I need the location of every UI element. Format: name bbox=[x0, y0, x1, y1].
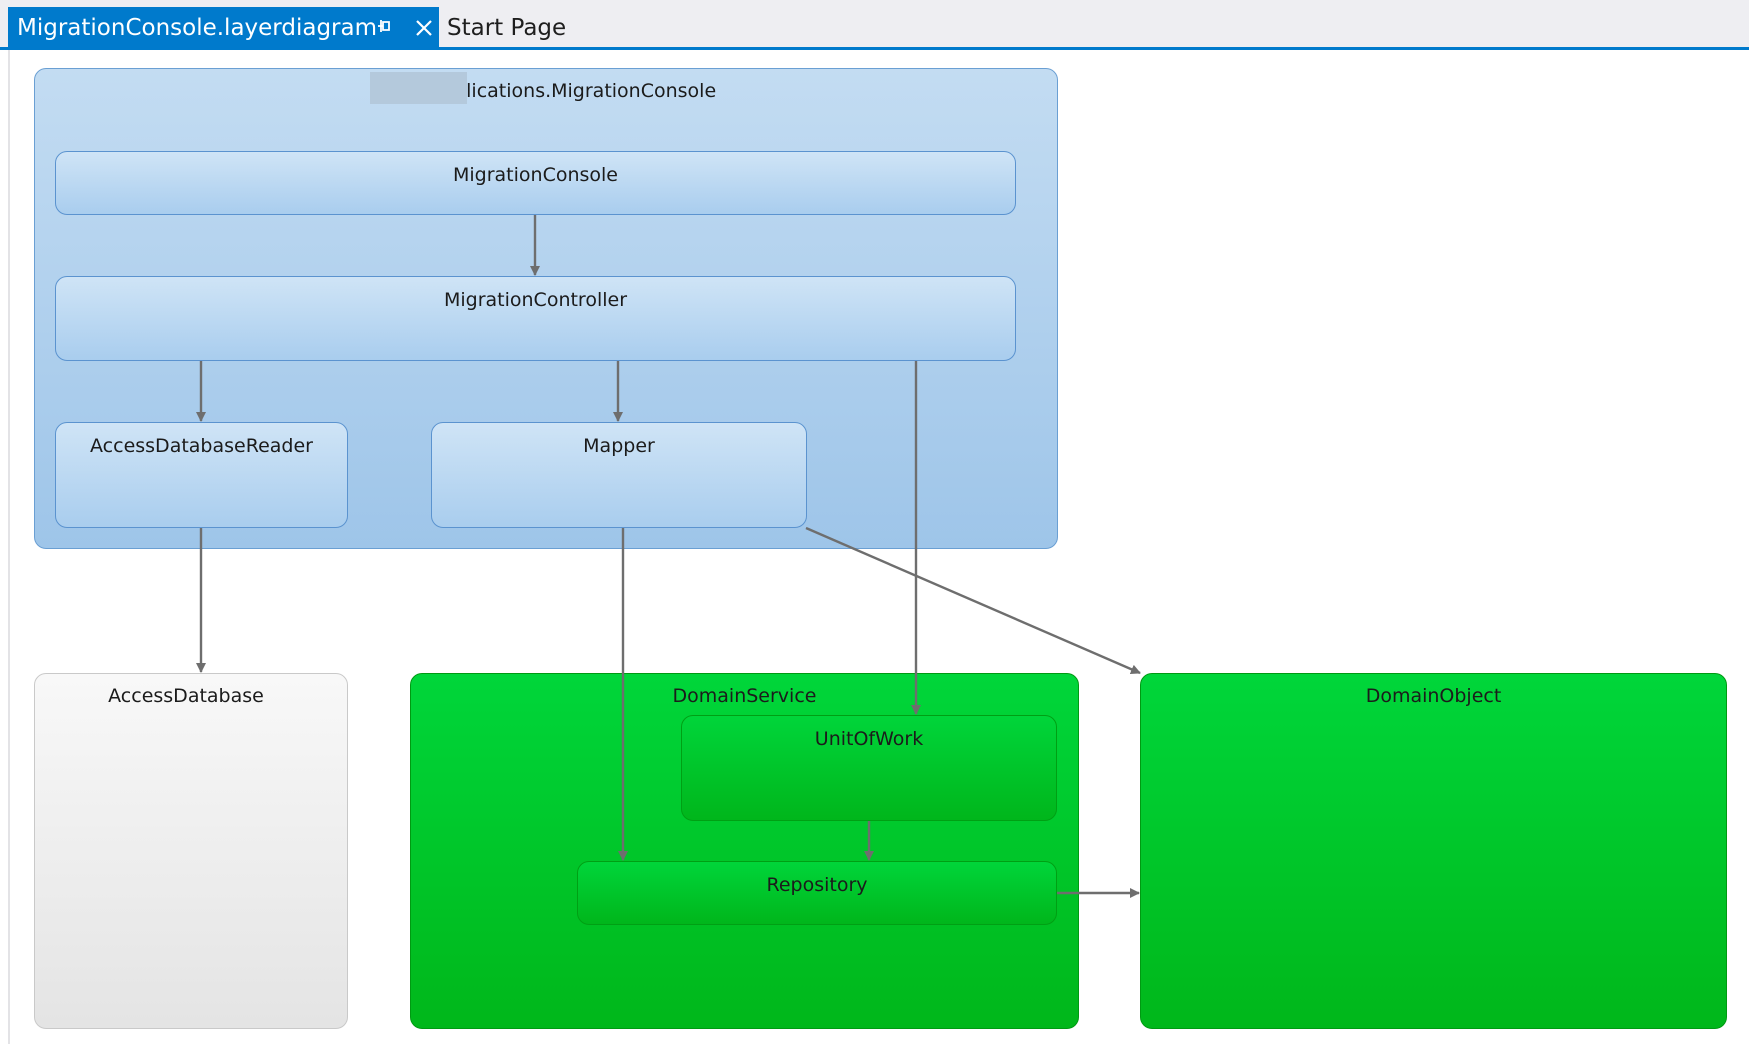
layer-label-migrationcontroller: MigrationController bbox=[443, 289, 628, 311]
arrow-mapper-to-domainobject bbox=[805, 526, 1141, 675]
tab-migrationconsole-layerdiagram[interactable]: MigrationConsole.layerdiagram bbox=[8, 7, 439, 49]
layer-accessdatabasereader[interactable]: AccessDatabaseReader bbox=[55, 422, 348, 528]
layer-unitofwork[interactable]: UnitOfWork bbox=[681, 715, 1057, 821]
tab-start-page[interactable]: Start Page bbox=[447, 15, 567, 41]
close-icon[interactable] bbox=[414, 18, 434, 38]
pin-icon[interactable] bbox=[376, 18, 394, 38]
redacted-namespace bbox=[370, 72, 467, 104]
layer-label-domainservice: DomainService bbox=[672, 685, 817, 707]
layer-domainobject[interactable]: DomainObject bbox=[1140, 673, 1727, 1029]
layer-label-migrationconsole: MigrationConsole bbox=[452, 164, 618, 186]
layer-label-applications: .Applications.MigrationConsole bbox=[423, 80, 717, 102]
layer-mapper[interactable]: Mapper bbox=[431, 422, 807, 528]
layer-accessdatabase[interactable]: AccessDatabase bbox=[34, 673, 348, 1029]
tab-title: MigrationConsole.layerdiagram bbox=[17, 15, 377, 41]
layer-label-accessdatabasereader: AccessDatabaseReader bbox=[90, 435, 313, 457]
layer-label-repository: Repository bbox=[766, 874, 868, 896]
layer-label-domainobject: DomainObject bbox=[1365, 685, 1502, 707]
document-tab-strip: MigrationConsole.layerdiagram Start Page bbox=[0, 0, 1749, 50]
canvas-left-edge bbox=[8, 50, 10, 1044]
layer-migrationcontroller[interactable]: MigrationController bbox=[55, 276, 1016, 361]
layer-migrationconsole[interactable]: MigrationConsole bbox=[55, 151, 1016, 215]
layer-label-unitofwork: UnitOfWork bbox=[814, 728, 924, 750]
layer-label-accessdatabase: AccessDatabase bbox=[108, 685, 264, 707]
layer-label-mapper: Mapper bbox=[583, 435, 655, 457]
layer-repository[interactable]: Repository bbox=[577, 861, 1057, 925]
tab-underline bbox=[0, 47, 1749, 50]
